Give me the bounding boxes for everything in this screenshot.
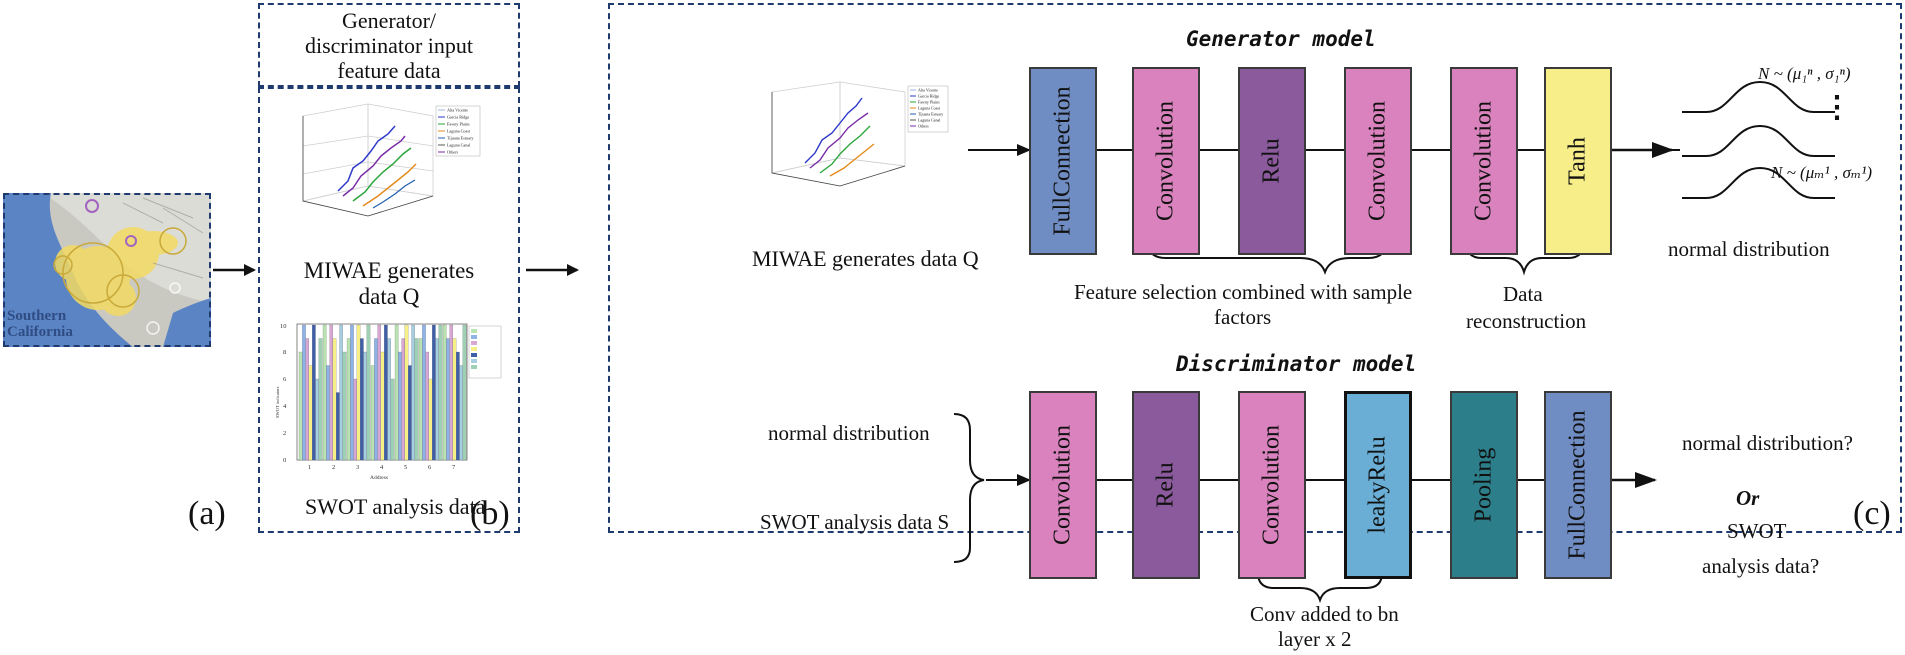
swot-bar-chart: 0 2 4 6 8 10 1 2 3 4 5 6 7 Address SWOT … (275, 318, 503, 482)
block-label: FullConnection (1049, 86, 1076, 236)
legend-item: Fawny Plains (447, 122, 470, 127)
miwae-caption-line1: MIWAE generates (303, 258, 475, 283)
gen-block-convolution-1: Convolution (1132, 67, 1200, 255)
conv-bn-caption-line2: layer x 2 (1278, 627, 1352, 651)
thumbnail-bar (414, 338, 419, 461)
generator-output-caption: normal distribution (1668, 237, 1830, 261)
y-tick: 0 (283, 457, 286, 464)
x-tick: 7 (452, 464, 456, 471)
map-text-line1: Southern (7, 308, 67, 324)
disc-output-normal-distribution: normal distribution? (1682, 431, 1853, 455)
block-label: Convolution (1470, 100, 1497, 222)
miwae-caption-line2: data Q (358, 284, 420, 309)
generator-title: Generator model (1186, 27, 1376, 51)
generator-input-chart: Alta Vicente Garcia Ridge Fawny Plains L… (760, 78, 950, 198)
legend-item: Laguna Canal (918, 118, 941, 123)
x-tick: 2 (332, 464, 335, 471)
socal-map: Southern California (3, 193, 211, 347)
block-label: Pooling (1470, 447, 1497, 523)
swot-caption: SWOT analysis data (305, 494, 486, 519)
disc-block-relu: Relu (1132, 391, 1200, 579)
legend-item: Tijuana Estuary (447, 136, 474, 141)
generator-input-caption: MIWAE generates data Q (752, 246, 979, 271)
x-tick: 4 (380, 464, 384, 471)
panel-b-header-frame (258, 3, 520, 87)
disc-block-pooling: Pooling (1450, 391, 1518, 579)
dist-dots: ⋮ (1822, 91, 1852, 124)
gen-block-tanh: Tanh (1544, 67, 1612, 255)
x-axis-label: Address (370, 475, 388, 481)
block-label: Convolution (1258, 424, 1285, 546)
thumbnail-bar (366, 324, 371, 461)
thumbnail-bar (342, 351, 347, 461)
x-tick: 6 (428, 464, 432, 471)
y-tick: 8 (283, 349, 286, 356)
thumbnail-bar (438, 324, 443, 461)
data-reconstruction-caption-line2: reconstruction (1466, 309, 1587, 333)
panel-b-header-line3: feature data (337, 58, 441, 83)
block-label: leakyRelu (1364, 436, 1391, 534)
legend-item: Garcia Ridge (447, 115, 469, 120)
block-label: Convolution (1364, 100, 1391, 222)
gen-block-relu: Relu (1238, 67, 1306, 255)
legend-item: Fawny Plains (918, 100, 940, 105)
legend-item: Garcia Ridge (918, 94, 939, 99)
disc-output-or: Or (1736, 486, 1760, 510)
panel-b-header-line1: Generator/ (341, 8, 437, 33)
block-label: Convolution (1152, 100, 1179, 222)
legend-item: Alta Vicente (918, 88, 938, 93)
thumbnail-bar (390, 378, 395, 461)
disc-output-swot-line2: analysis data? (1702, 554, 1820, 578)
legend-item: Laguna Canal (447, 143, 471, 148)
thumbnail-bar (462, 324, 467, 461)
y-tick: 2 (283, 430, 286, 437)
legend-item: Alta Vicente (447, 108, 468, 113)
y-axis-label: SWOT indicators (275, 386, 280, 418)
thumbnail-bar (318, 338, 323, 461)
x-tick: 1 (308, 464, 311, 471)
disc-output-swot-line1: SWOT (1727, 519, 1787, 543)
block-label: Relu (1152, 462, 1179, 508)
gen-block-fullconnection: FullConnection (1029, 67, 1097, 255)
map-frame (3, 193, 211, 347)
panel-b-header-line2: discriminator input (304, 33, 474, 58)
conv-bn-caption-line1: Conv added to bn (1250, 602, 1399, 626)
panel-b-label: (b) (470, 495, 510, 532)
disc-block-leakyrelu: leakyRelu (1344, 391, 1412, 579)
y-tick: 10 (280, 323, 287, 330)
dist-label-bottom: N ~ (μₘ¹ , σₘ¹) (1771, 163, 1873, 182)
feature-selection-caption-line1: Feature selection combined with sample (1074, 280, 1413, 304)
disc-block-convolution-2: Convolution (1238, 391, 1306, 579)
gen-block-convolution-3: Convolution (1450, 67, 1518, 255)
panel-a-label: (a) (188, 495, 226, 532)
block-label: Tanh (1564, 137, 1591, 185)
legend-item: Others (918, 124, 929, 129)
feature-selection-caption-line2: factors (1214, 305, 1272, 329)
y-tick: 4 (283, 403, 287, 410)
panel-c-label: (c) (1853, 495, 1891, 532)
legend-item: Tijuana Estuary (918, 112, 943, 117)
miwae-3d-chart: Alta Vicente Garcia Ridge Fawny Plains L… (283, 96, 483, 234)
x-tick: 3 (356, 464, 359, 471)
data-reconstruction-caption-line1: Data (1503, 282, 1543, 306)
block-label: FullConnection (1564, 410, 1591, 560)
discriminator-title: Discriminator model (1176, 352, 1417, 376)
legend-item: Laguna Coast (447, 129, 471, 134)
block-label: Relu (1258, 138, 1285, 184)
disc-input-swot-data: SWOT analysis data S (760, 510, 950, 534)
dist-label-top: N ~ (μ₁ⁿ , σ₁ⁿ) (1758, 64, 1851, 83)
x-tick: 5 (404, 464, 407, 471)
y-tick: 6 (283, 376, 287, 383)
disc-block-fullconnection: FullConnection (1544, 391, 1612, 579)
legend-item: Others (447, 150, 459, 155)
map-text-line2: California (7, 324, 73, 340)
legend-item: Laguna Coast (918, 106, 941, 111)
gen-block-convolution-2: Convolution (1344, 67, 1412, 255)
block-label: Convolution (1049, 424, 1076, 546)
disc-block-convolution-1: Convolution (1029, 391, 1097, 579)
panel-b-frame (258, 87, 520, 533)
disc-input-normal-distribution: normal distribution (768, 421, 930, 445)
